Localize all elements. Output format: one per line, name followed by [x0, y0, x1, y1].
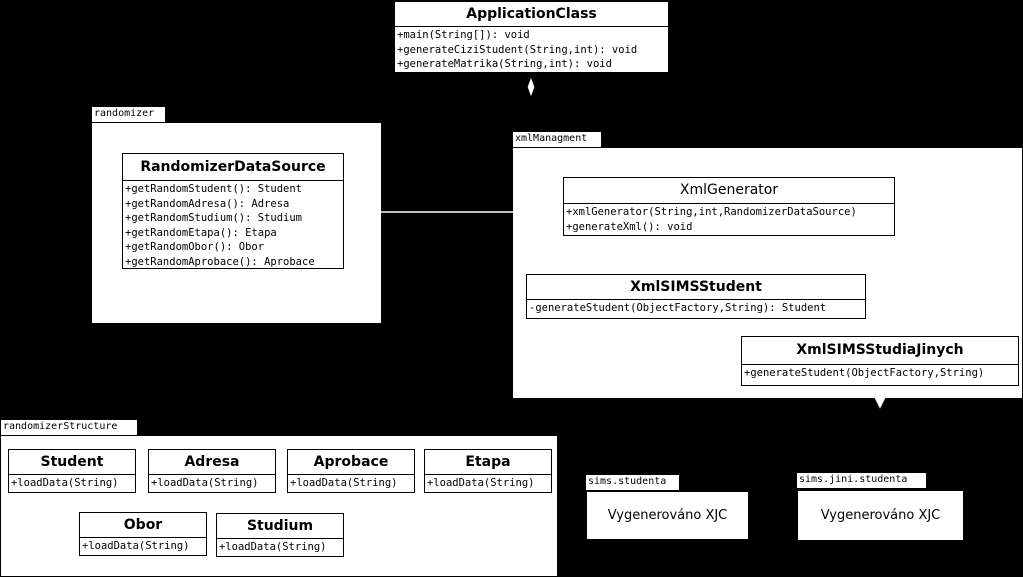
class-operations: +loadData(String) [11, 477, 119, 489]
operation: +getRandomStudent(): Student [125, 183, 303, 195]
operation: -generateStudent(ObjectFactory,String): … [529, 302, 827, 314]
class-operations: +main(String[]): void +generateCiziStude… [395, 27, 668, 72]
etapa-class[interactable]: Etapa +loadData(String) [424, 449, 552, 493]
class-name: XmlSIMSStudiaJinych [742, 337, 1018, 365]
class-name: XmlSIMSStudent [527, 275, 865, 300]
class-operations: +loadData(String) [219, 541, 327, 553]
xml-sims-student-class[interactable]: XmlSIMSStudent -generateStudent(ObjectFa… [526, 274, 866, 319]
operation: +getRandomEtapa(): Etapa [125, 226, 277, 239]
randomizer-data-source-class[interactable]: RandomizerDataSource +getRandomStudent()… [122, 153, 344, 269]
class-name: Aprobace [288, 450, 414, 475]
student-class[interactable]: Student +loadData(String) [8, 449, 136, 493]
operation: +getRandomStudium(): Studium [125, 212, 303, 224]
package-tab: randomizerStructure [1, 420, 137, 435]
operation: +generateXml(): void [566, 220, 693, 233]
class-operations: -generateStudent(ObjectFactory,String): … [527, 300, 865, 317]
xml-sims-studia-jinych-class[interactable]: XmlSIMSStudiaJinych +generateStudent(Obj… [741, 336, 1019, 386]
generated-package-sims-studenta: Vygenerováno XJC [586, 491, 749, 540]
obor-class[interactable]: Obor +loadData(String) [79, 512, 207, 556]
studium-class[interactable]: Studium +loadData(String) [216, 513, 344, 557]
class-name: Studium [217, 514, 343, 539]
operation: +main(String[]): void [397, 29, 530, 41]
class-operations: +xmlGenerator(String,int,RandomizerDataS… [564, 204, 894, 235]
package-tab: randomizer [92, 107, 165, 122]
package-tab: xmlManagment [513, 132, 601, 147]
operation: +generateMatrika(String,int): void [397, 58, 612, 70]
class-operations: +generateStudent(ObjectFactory,String) [742, 365, 1018, 382]
operation: +generateCiziStudent(String,int): void [397, 43, 638, 56]
class-operations: +loadData(String) [82, 540, 190, 552]
class-operations: +loadData(String) [427, 477, 535, 489]
aprobace-class[interactable]: Aprobace +loadData(String) [287, 449, 415, 493]
class-name: Etapa [425, 450, 551, 475]
operation: +getRandomAdresa(): Adresa [125, 197, 290, 210]
application-class[interactable]: ApplicationClass +main(String[]): void +… [394, 1, 669, 73]
adresa-class[interactable]: Adresa +loadData(String) [148, 449, 276, 493]
operation: +getRandomAprobace(): Aprobace [125, 255, 315, 268]
class-name: ApplicationClass [395, 2, 668, 27]
class-operations: +loadData(String) [151, 477, 259, 489]
class-operations: +loadData(String) [290, 477, 398, 489]
class-name: Obor [80, 513, 206, 538]
aggregation-diamond [526, 74, 536, 100]
class-operations: +getRandomStudent(): Student +getRandomA… [123, 181, 343, 268]
class-name: Student [9, 450, 135, 475]
operation: +xmlGenerator(String,int,RandomizerDataS… [566, 206, 857, 218]
class-name: RandomizerDataSource [123, 154, 343, 181]
operation: +getRandomObor(): Obor [125, 241, 265, 253]
operation: +generateStudent(ObjectFactory,String) [744, 367, 985, 379]
package-tab: sims.studenta [586, 475, 679, 490]
class-name: Adresa [149, 450, 275, 475]
package-tab: sims.jini.studenta [797, 473, 926, 488]
xml-generator-class[interactable]: XmlGenerator +xmlGenerator(String,int,Ra… [563, 177, 895, 236]
class-name: XmlGenerator [564, 178, 894, 204]
generated-package-sims-jini-studenta: Vygenerováno XJC [797, 490, 964, 541]
